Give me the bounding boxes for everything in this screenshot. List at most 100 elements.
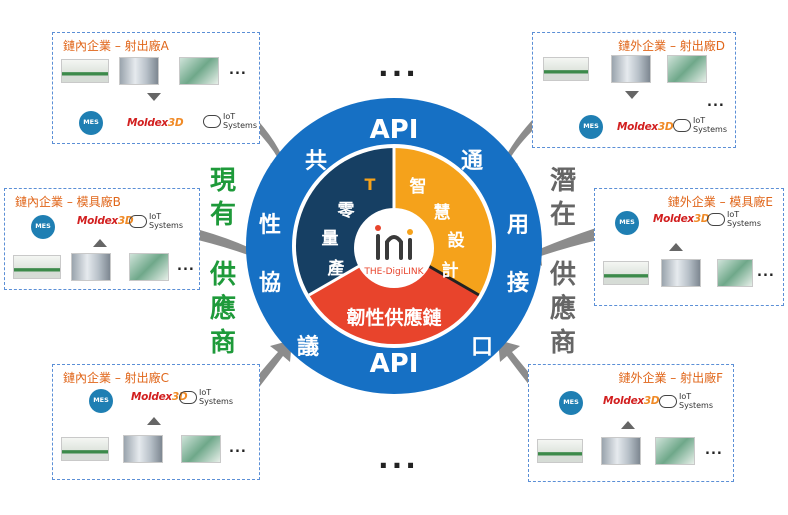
moldex3d-logo: Moldex3D — [603, 395, 660, 407]
smart-design-char: 設 — [448, 230, 466, 251]
zero-production-char: 量 — [322, 228, 339, 249]
ring-char-left-1: 性 — [259, 213, 281, 238]
moldex-3d-text: 3D — [693, 213, 710, 225]
label-char: 供 — [209, 260, 236, 290]
resilient-supply-chain-label: 韌性供應鏈 — [346, 306, 441, 329]
ring-char-right-0: 通 — [461, 149, 483, 174]
controller-cabinet-image — [611, 55, 651, 83]
flow-arrow — [669, 243, 683, 251]
moldex3d-logo: Moldex3D — [127, 117, 184, 129]
controller-cabinet-image — [601, 437, 641, 465]
systems-text: Systems — [223, 121, 257, 130]
ring-char-right-1: 用 — [507, 213, 529, 238]
box-title: 鏈內企業 – 射出廠A — [63, 39, 169, 53]
factory-worker-image — [181, 435, 221, 463]
cloud-icon — [673, 119, 691, 132]
flow-arrow — [147, 417, 161, 425]
factory-worker-image — [655, 437, 695, 465]
mes-logo-text: MES — [563, 398, 579, 406]
moldex-text: Moldex — [131, 391, 172, 403]
cloud-icon — [659, 395, 677, 408]
iot-text: IoT — [727, 210, 740, 219]
injection-machine-image — [61, 59, 109, 83]
injection-machine-image — [13, 255, 61, 279]
digilink-logo-disc — [354, 208, 434, 288]
moldex3d-logo: Moldex3D — [653, 213, 710, 225]
factory-worker-image — [667, 55, 707, 83]
mes-logo: MES — [89, 389, 113, 413]
box-title: 鏈外企業 – 模具廠E — [667, 195, 773, 209]
more-indicator: ... — [705, 443, 723, 458]
api-top-label: API — [370, 115, 419, 145]
zero-production-char: 零 — [337, 201, 356, 221]
ring-char-left-2: 協 — [259, 270, 281, 296]
box-title: 鏈內企業 – 射出廠C — [63, 371, 170, 385]
zero-production-char: 產 — [328, 258, 345, 279]
label-char: 現 — [209, 166, 236, 196]
systems-text: Systems — [693, 125, 727, 134]
moldex-3d-text: 3D — [167, 117, 184, 129]
moldex3d-logo: Moldex3D — [617, 121, 674, 133]
flow-arrow — [147, 93, 161, 101]
label-char: 應 — [209, 294, 236, 324]
controller-cabinet-image — [123, 435, 163, 463]
ring-char-right-3: 口 — [471, 335, 493, 360]
top-more-indicator: ... — [378, 50, 419, 83]
more-indicator: ... — [229, 63, 247, 78]
injection-machine-image — [543, 57, 589, 81]
mes-logo: MES — [31, 215, 55, 239]
label-char: 潛 — [549, 166, 576, 196]
systems-text: Systems — [149, 221, 183, 230]
ring-char-right-2: 接 — [507, 271, 529, 296]
moldex-3d-text: 3D — [657, 121, 674, 133]
digilink-logo-text: THE-DigiLINK — [363, 267, 424, 277]
mes-logo-text: MES — [93, 396, 109, 404]
label-char: 供 — [549, 260, 576, 290]
moldex-text: Moldex — [653, 213, 694, 225]
more-indicator: ... — [177, 259, 195, 274]
injection-machine-image — [537, 439, 583, 463]
ring-char-left-3: 議 — [297, 334, 319, 360]
factory-worker-image — [179, 57, 219, 85]
mes-logo-text: MES — [35, 222, 51, 230]
label-char: 應 — [549, 294, 576, 324]
mes-logo: MES — [615, 211, 639, 235]
moldex-text: Moldex — [77, 215, 118, 227]
box-title: 鏈外企業 – 射出廠F — [618, 371, 723, 385]
injection-machine-image — [61, 437, 109, 461]
mes-logo: MES — [79, 111, 103, 135]
arrow-b — [198, 230, 268, 266]
ring-char-left-0: 共 — [305, 149, 327, 174]
cloud-icon — [129, 215, 147, 228]
label-char: 商 — [209, 328, 236, 358]
t-label: T — [365, 175, 376, 194]
more-indicator: ... — [707, 95, 725, 110]
moldex3d-logo: Moldex3D — [77, 215, 134, 227]
flow-arrow — [93, 239, 107, 247]
more-indicator: ... — [757, 265, 775, 280]
controller-cabinet-image — [661, 259, 701, 287]
systems-text: Systems — [199, 397, 233, 406]
mes-logo-text: MES — [583, 122, 599, 130]
flow-arrow — [625, 91, 639, 99]
smart-design-char: 計 — [442, 260, 459, 281]
systems-text: Systems — [727, 219, 761, 228]
controller-cabinet-image — [71, 253, 111, 281]
iot-text: IoT — [223, 112, 236, 121]
arrow-e — [524, 228, 598, 266]
mes-logo: MES — [579, 115, 603, 139]
iot-text: IoT — [679, 392, 692, 401]
moldex-text: Moldex — [603, 395, 644, 407]
moldex-text: Moldex — [617, 121, 658, 133]
mes-logo-text: MES — [619, 218, 635, 226]
